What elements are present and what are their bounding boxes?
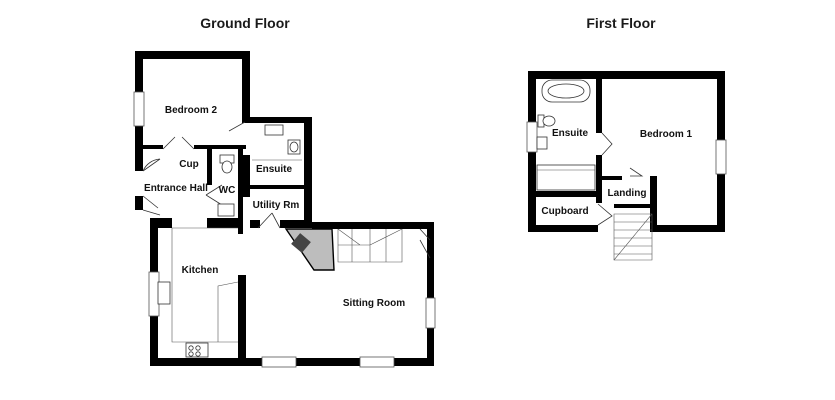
room-entrance-hall: Entrance Hall <box>144 183 208 194</box>
first-floor-doors <box>597 132 644 226</box>
room-utility: Utility Rm <box>253 200 300 211</box>
room-ensuite-ground: Ensuite <box>256 164 293 175</box>
ground-floor-windows <box>133 91 436 368</box>
ground-floor-fixtures <box>157 124 403 358</box>
room-bedroom-1: Bedroom 1 <box>640 129 693 140</box>
ground-floor-labels: Bedroom 2 Cup Entrance Hall WC Ensuite U… <box>144 105 405 309</box>
room-wc: WC <box>219 185 236 196</box>
room-kitchen: Kitchen <box>182 265 219 276</box>
ground-floor-title: Ground Floor <box>200 15 290 31</box>
fireplace <box>284 228 335 271</box>
first-floor-title: First Floor <box>586 15 656 31</box>
room-cup: Cup <box>179 159 198 170</box>
room-sitting-room: Sitting Room <box>343 298 405 309</box>
first-floor-fixtures <box>536 79 653 261</box>
room-ensuite-first: Ensuite <box>552 128 589 139</box>
stove-icon <box>291 233 311 253</box>
first-floor-labels: Ensuite Bedroom 1 Landing Cupboard <box>541 128 692 217</box>
ground-floor-doors <box>142 121 431 259</box>
room-cupboard: Cupboard <box>541 206 588 217</box>
room-bedroom-2: Bedroom 2 <box>165 105 218 116</box>
room-landing: Landing <box>608 188 647 199</box>
